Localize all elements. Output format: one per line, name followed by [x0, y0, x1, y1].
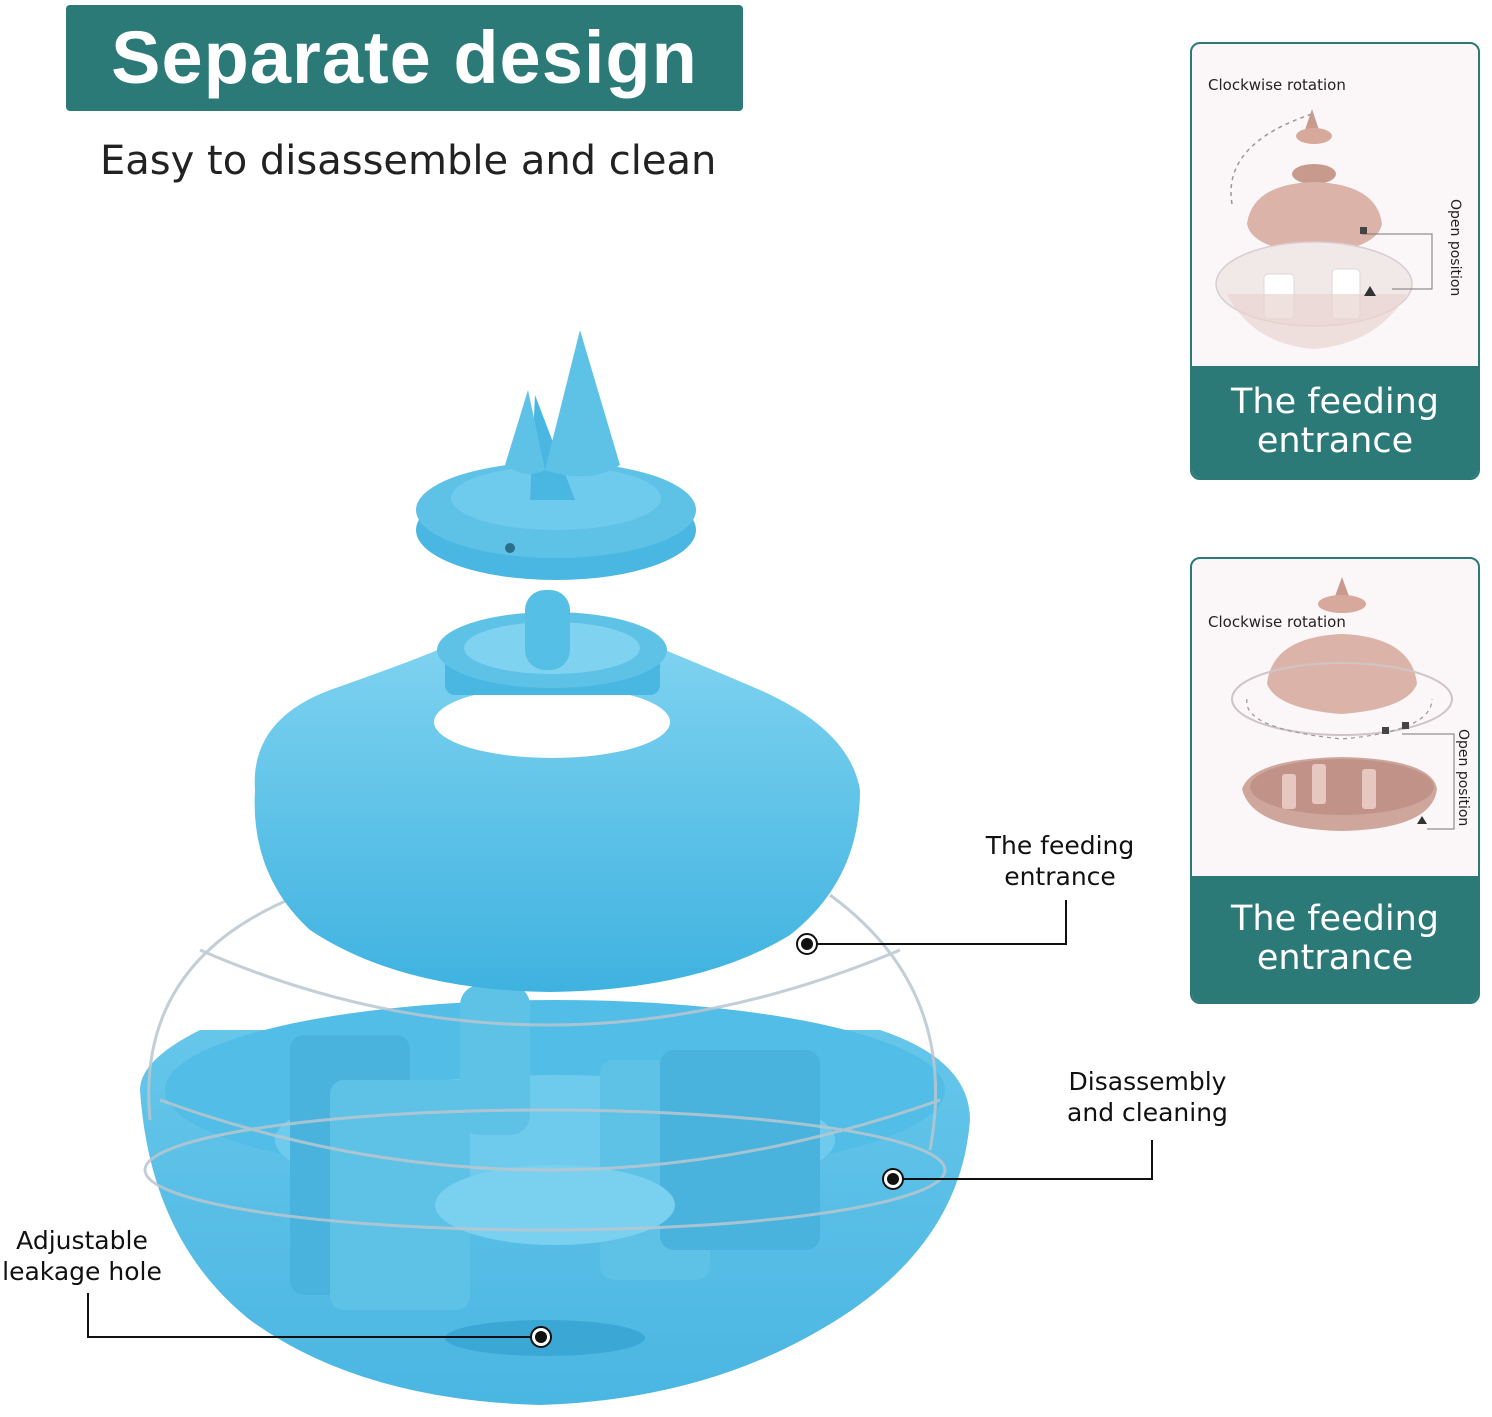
caption-line-1: The feeding	[1231, 382, 1439, 422]
callout-feeding-entrance: The feeding entrance	[985, 830, 1135, 892]
panel-caption: The feeding entrance	[1192, 876, 1478, 1002]
callout-line-2: leakage hole	[2, 1257, 162, 1286]
position-label: Open position	[1455, 729, 1471, 827]
caption-line-2: entrance	[1256, 938, 1414, 978]
threaded-neck	[437, 590, 667, 695]
callout-line-1: The feeding	[985, 831, 1135, 860]
callout-lines	[87, 900, 1153, 1338]
position-label: Open position	[1447, 199, 1463, 297]
rotation-label: Clockwise rotation	[1208, 76, 1346, 94]
panel-product-icon	[1231, 577, 1455, 831]
subtitle: Easy to disassemble and clean	[100, 138, 717, 184]
rotation-label: Clockwise rotation	[1208, 613, 1346, 631]
product-illustration	[87, 330, 1153, 1405]
callout-leakage-hole: Adjustable leakage hole	[2, 1225, 162, 1287]
callout-line-2: and cleaning	[1067, 1098, 1228, 1127]
transparent-shell	[143, 893, 947, 1232]
panel-illustration: Clockwise rotation Open position	[1192, 559, 1478, 885]
panel-caption: The feeding entrance	[1192, 366, 1478, 478]
caption-line-2: entrance	[1256, 421, 1414, 461]
callout-dots	[530, 933, 904, 1348]
title-banner: Separate design	[66, 5, 743, 111]
caption-line-1: The feeding	[1231, 899, 1439, 939]
info-panel-2: Clockwise rotation Open position The fee…	[1190, 557, 1480, 1004]
callout-line-2: entrance	[1004, 862, 1116, 891]
dome-lid	[254, 640, 861, 992]
top-cap	[416, 330, 696, 580]
callout-line-1: Disassembly	[1068, 1067, 1227, 1096]
panel-product-icon	[1215, 109, 1433, 349]
panel-illustration: Clockwise rotation Open position	[1192, 44, 1478, 370]
base-bowl	[140, 985, 970, 1405]
callout-line-1: Adjustable	[16, 1226, 148, 1255]
info-panel-1: Clockwise rotation Open position The fee…	[1190, 42, 1480, 480]
callout-disassembly: Disassembly and cleaning	[1065, 1066, 1230, 1128]
